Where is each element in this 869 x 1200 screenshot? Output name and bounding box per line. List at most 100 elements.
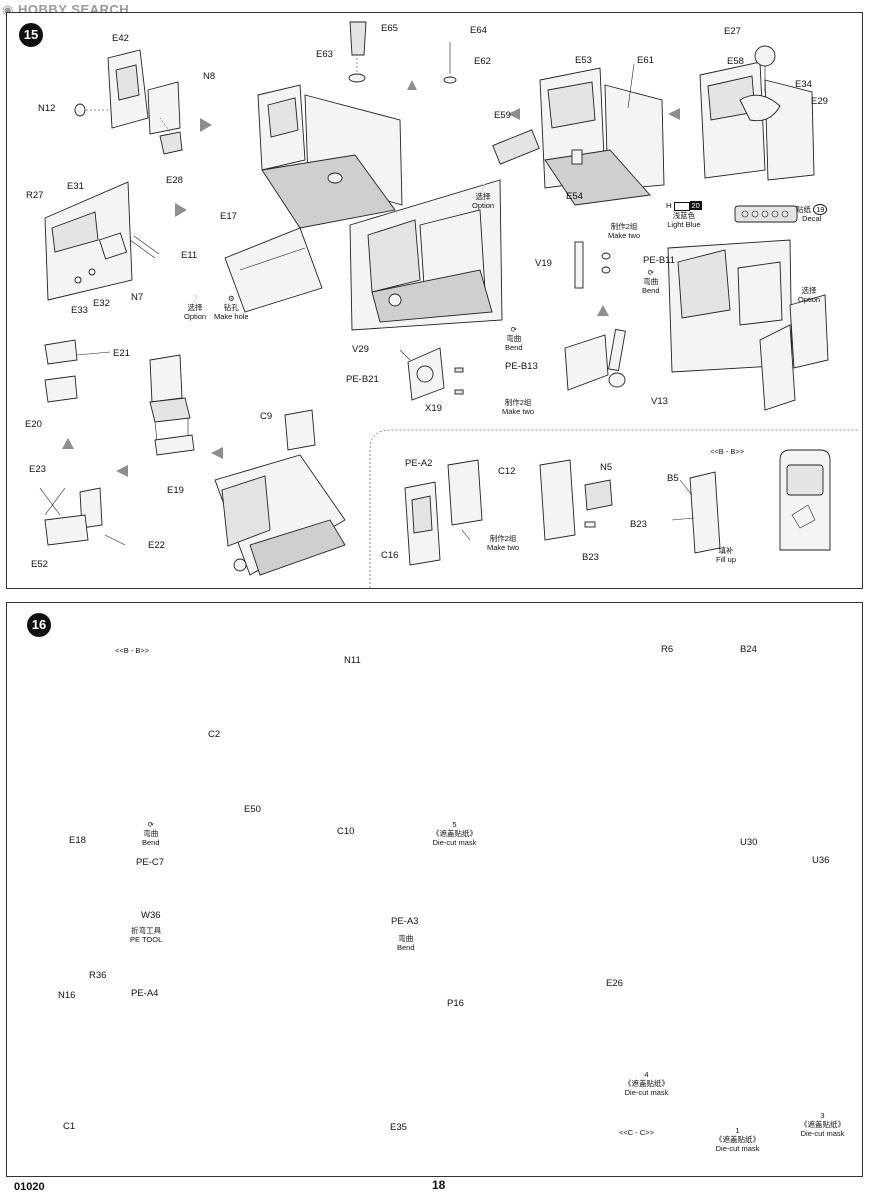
part-label-r6: R6 [661, 644, 674, 655]
part-label-b23: B23 [582, 552, 599, 563]
part-label-c12: C12 [498, 466, 516, 477]
part-label-e62: E62 [474, 56, 491, 67]
part-label-p16: P16 [447, 998, 464, 1009]
door-pe-a2-drawing [404, 459, 483, 566]
part-label-e65: E65 [381, 23, 398, 34]
part-label-e11: E11 [181, 250, 198, 261]
dashboard-assembly-r27-drawing [44, 181, 160, 301]
part-label-e34: E34 [795, 79, 812, 90]
door-assembly-e42-drawing [74, 49, 183, 155]
bend-note-e18: ⟳ 弯曲 Bend [142, 820, 160, 847]
floor-panel-e17-drawing [224, 227, 323, 313]
part-label-pe-a3: PE-A3 [391, 916, 419, 927]
color-swatch-icon [673, 201, 690, 211]
part-label-x19: X19 [425, 403, 442, 414]
part-label-pe-a4: PE-A4 [131, 988, 159, 999]
part-label-e19: E19 [167, 485, 184, 496]
part-label-e20: E20 [25, 419, 42, 430]
part-label-e31: E31 [67, 181, 84, 192]
decal-sheet-drawing [734, 205, 798, 223]
part-label-e35: E35 [390, 1122, 407, 1133]
part-label-b5: B5 [667, 473, 679, 484]
part-label-e58: E58 [727, 56, 744, 67]
part-label-e33: E33 [71, 305, 88, 316]
part-label-e22: E22 [148, 540, 165, 551]
drill-icon: ⚙ [227, 294, 235, 303]
part-label-n7: N7 [131, 292, 144, 303]
step-16-panel [6, 602, 863, 1177]
door-bb-section-drawing [779, 449, 831, 551]
part-label-v13: V13 [651, 396, 668, 407]
make-hole-note: ⚙ 钻孔 Make hole [214, 294, 249, 321]
cab-assembly-option-drawing [667, 239, 829, 411]
part-label-e21: E21 [113, 348, 130, 359]
part-label-e61: E61 [637, 55, 654, 66]
step-15-badge: 15 [19, 23, 43, 47]
part-label-e28: E28 [166, 175, 183, 186]
option-cab-detail-drawing [349, 179, 503, 331]
front-cab-e53-drawing [492, 63, 665, 206]
part-label-c2: C2 [208, 729, 221, 740]
seat-c9-cab-drawing [214, 409, 346, 576]
part-label-c9: C9 [260, 411, 273, 422]
part-label-pe-b13: PE-B13 [505, 361, 538, 372]
step-16-badge: 16 [27, 613, 51, 637]
part-label-u30: U30 [740, 837, 758, 848]
part-label-e52: E52 [31, 559, 48, 570]
part-label-e53: E53 [575, 55, 592, 66]
pe-tool-note: 折弯工具 PE TOOL [130, 926, 163, 944]
die-cut-mask-1-note: 1 《遮盖贴纸》 Die-cut mask [715, 1126, 760, 1153]
door-n5-drawing [539, 459, 613, 541]
part-label-r27: R27 [26, 190, 44, 201]
section-label-cc: <<C - C>> [619, 1128, 655, 1137]
part-label-e32: E32 [93, 298, 110, 309]
option-note-e17: ❔ 选择 Option [184, 294, 207, 321]
rear-panel-v13-drawing [564, 328, 626, 391]
die-cut-mask-5-note: 5 《遮盖贴纸》 Die-cut mask [432, 820, 477, 847]
part-label-e17: E17 [220, 211, 237, 222]
make-two-note-pe-b13: 制作2组 Make two [502, 398, 535, 416]
bend-icon: ⟳ [647, 268, 654, 277]
watermark-logo-icon: ◉ [2, 2, 14, 17]
front-cab-e27-drawing [699, 45, 815, 181]
seat-e19-drawing [149, 354, 195, 456]
part-label-pe-a2: PE-A2 [405, 458, 433, 469]
decal-note: 贴纸 19 Decal [796, 204, 828, 223]
die-cut-mask-3-note: 3 《遮盖贴纸》 Die-cut mask [800, 1111, 845, 1138]
part-label-e50: E50 [244, 804, 261, 815]
part-label-e26: E26 [606, 978, 623, 989]
bend-note-pe-b11: ⟳ 弯曲 Bend [642, 268, 660, 295]
bend-icon: ⟳ [147, 820, 154, 829]
part-label-b23-second: B23 [630, 519, 647, 530]
part-label-c1: C1 [63, 1121, 76, 1132]
option-note-rear: 选择 Option [798, 286, 821, 304]
page-number: 18 [432, 1178, 446, 1192]
bend-note-pe-a3: 弯曲 Bend [397, 934, 415, 952]
make-two-note-v19: 制作2组 Make two [608, 222, 641, 240]
fill-up-note: 填补 Fill up [716, 546, 737, 564]
part-label-e18: E18 [69, 835, 86, 846]
cab-interior-assembly-drawing [257, 21, 457, 229]
part-label-e23: E23 [29, 464, 46, 475]
part-label-r36: R36 [89, 970, 107, 981]
part-label-e59: E59 [494, 110, 511, 121]
part-label-n12: N12 [38, 103, 56, 114]
part-label-e42: E42 [112, 33, 129, 44]
option-icon: ❔ [478, 183, 488, 192]
part-label-e54: E54 [566, 191, 583, 202]
decal-number-icon: 19 [813, 204, 828, 215]
part-label-pe-b21: PE-B21 [346, 374, 379, 385]
part-label-v29: V29 [352, 344, 369, 355]
kit-number: 01020 [14, 1181, 45, 1193]
seat-e21-drawing [44, 339, 111, 403]
part-label-n8: N8 [203, 71, 216, 82]
seat-e23-drawing [39, 487, 126, 546]
part-label-e27: E27 [724, 26, 741, 37]
part-label-c10: C10 [337, 826, 355, 837]
light-blue-color-note: H 20 浅蓝色 Light Blue [666, 201, 702, 229]
part-label-pe-b11: PE-B11 [643, 255, 676, 266]
part-label-e64: E64 [470, 25, 487, 36]
option-note-cab: ❔ 选择 Option [472, 183, 495, 210]
option-icon: ❔ [190, 294, 200, 303]
part-label-e29: E29 [811, 96, 828, 107]
